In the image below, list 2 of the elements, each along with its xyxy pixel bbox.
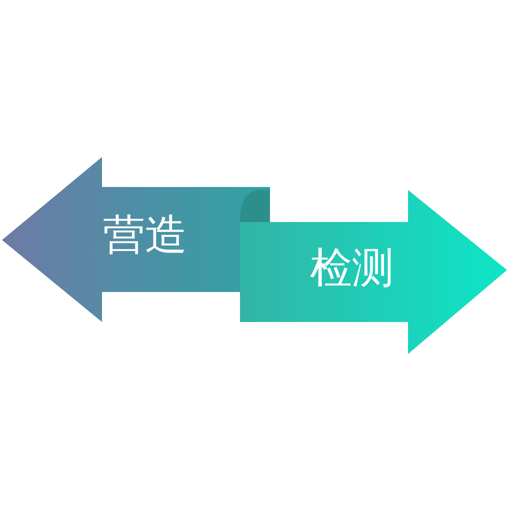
- arrow-label: 检测: [310, 242, 394, 294]
- arrow-label: 营造: [103, 209, 187, 261]
